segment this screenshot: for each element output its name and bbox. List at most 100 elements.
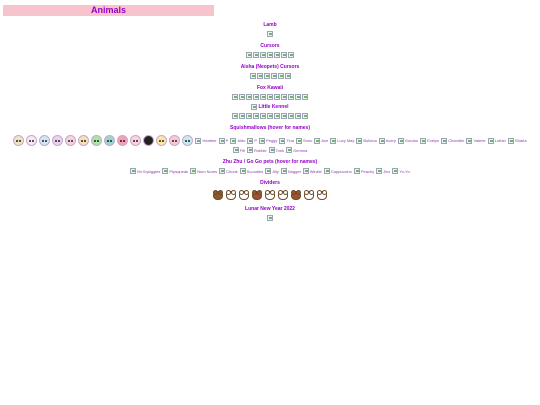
bear-divider-icon[interactable] [278,190,288,200]
broken-image-icon[interactable] [246,94,252,100]
broken-image-icon[interactable] [246,113,252,119]
squishmallow-image[interactable]: Gemma [286,147,307,153]
broken-image-icon[interactable] [239,94,245,100]
squishmallow-icon[interactable] [130,135,142,146]
squishmallow-icon[interactable] [91,135,103,146]
broken-image-icon[interactable] [232,94,238,100]
broken-image-icon[interactable] [253,52,259,58]
squishmallow-image[interactable]: Tina [279,135,294,146]
bear-divider-icon[interactable] [291,190,301,200]
broken-image-icon[interactable] [302,94,308,100]
squishmallow-image[interactable]: P [247,135,257,146]
broken-image-icon[interactable] [270,73,277,79]
zhuzhu-image[interactable]: Scoodles [239,168,263,174]
squishmallow-image[interactable]: Chandler [441,135,464,146]
broken-image-icon[interactable] [302,113,308,119]
broken-image-icon [130,168,137,174]
squishmallow-image[interactable]: Evelyn [420,135,439,146]
squishmallow-image[interactable]: Tosh [268,147,284,153]
squishmallow-image[interactable]: Lucy May [330,135,354,146]
broken-image-icon[interactable] [246,52,252,58]
zhuzhu-image[interactable]: Nugget [280,168,301,174]
squishmallow-icon[interactable] [117,135,129,146]
squishmallow-icon[interactable] [104,135,116,146]
broken-image-icon[interactable] [274,52,280,58]
zhuzhu-image[interactable]: Jinx [376,168,390,174]
broken-image-icon [230,137,237,144]
broken-image-icon[interactable] [274,94,280,100]
squishmallow-image[interactable]: Aldo [230,135,245,146]
broken-image-icon[interactable] [256,73,263,79]
broken-image-icon[interactable] [295,113,301,119]
squishmallow-image[interactable]: P [218,135,228,146]
broken-image-icon[interactable] [288,52,294,58]
squishmallow-icon[interactable] [13,135,25,146]
squishmallow-image[interactable]: Luther [487,135,506,146]
broken-image-icon[interactable] [288,94,294,100]
broken-image-icon[interactable] [249,73,256,79]
bear-divider-icon[interactable] [265,190,275,200]
broken-image-icon[interactable] [239,113,245,119]
bear-divider-icon[interactable] [213,190,223,200]
broken-image-icon[interactable] [295,94,301,100]
squishmallow-image[interactable]: Sono [296,135,312,146]
squishmallow-icon[interactable] [156,135,168,146]
broken-image-icon[interactable] [277,73,284,79]
broken-image-icon[interactable] [260,52,266,58]
squishmallow-image[interactable]: Robbie [246,147,267,153]
zhuzhu-image[interactable]: Chunk [219,168,238,174]
bear-divider-icon[interactable] [317,190,327,200]
broken-image-icon [302,168,309,174]
squishmallow-image[interactable]: Valerie [466,135,486,146]
zhuzhu-image[interactable]: Peachy [353,168,374,174]
broken-image-icon[interactable] [284,73,291,79]
broken-image-icon[interactable] [267,52,273,58]
squishmallow-icon[interactable] [52,135,64,146]
broken-image-icon[interactable] [281,52,287,58]
broken-image-icon[interactable] [281,113,287,119]
squishmallow-image[interactable]: Heather [195,135,217,146]
squishmallow-icon[interactable] [182,135,194,146]
squishmallow-icon[interactable] [143,135,155,146]
broken-image-icon[interactable] [253,94,259,100]
little-kennel-link[interactable]: Little Kennel [251,104,289,110]
zhuzhu-image[interactable]: Winkie [302,168,322,174]
squishmallow-icon[interactable] [65,135,77,146]
squishmallow-image[interactable]: Avery [378,135,396,146]
broken-image-icon[interactable] [281,94,287,100]
squishmallow-image[interactable]: Peggy [259,135,277,146]
squishmallow-image[interactable]: Gordon [397,135,418,146]
broken-image-icon[interactable] [288,113,294,119]
broken-image-icon[interactable] [260,113,266,119]
bear-divider-icon[interactable] [226,190,236,200]
squishmallow-image[interactable]: Bullona [356,135,377,146]
broken-image-icon [268,147,275,153]
broken-image-icon[interactable] [232,113,238,119]
bear-divider-icon[interactable] [239,190,249,200]
bear-divider-icon[interactable] [252,190,262,200]
zhuzhu-image[interactable]: Cappuccino [323,168,352,174]
zhuzhu-image[interactable]: Num Nums [190,168,217,174]
broken-image-icon[interactable] [267,215,273,221]
broken-image-icon[interactable] [263,73,270,79]
bear-divider-icon[interactable] [304,190,314,200]
squishmallow-icon[interactable] [78,135,90,146]
broken-image-icon[interactable] [267,94,273,100]
broken-image-icon[interactable] [267,113,273,119]
broken-image-icon [247,137,254,144]
squishmallow-image[interactable]: Ace [314,135,328,146]
squishmallow-icon[interactable] [39,135,51,146]
zhuzhu-image[interactable]: Yo-Yo [392,168,410,174]
broken-image-icon[interactable] [260,94,266,100]
zhuzhu-image[interactable]: Pipsqueak [162,168,188,174]
image-alt-text: Chunk [226,168,238,174]
broken-image-icon[interactable] [253,113,259,119]
broken-image-icon [232,147,239,153]
zhuzhu-image[interactable]: Mr.Squiggles [130,168,160,174]
squishmallow-icon[interactable] [26,135,38,146]
broken-image-icon[interactable] [274,113,280,119]
squishmallow-icon[interactable] [169,135,181,146]
squishmallow-image[interactable]: Fifi [232,147,245,153]
zhuzhu-image[interactable]: Jilly [265,168,279,174]
squishmallow-image[interactable]: Sharia [507,135,527,146]
